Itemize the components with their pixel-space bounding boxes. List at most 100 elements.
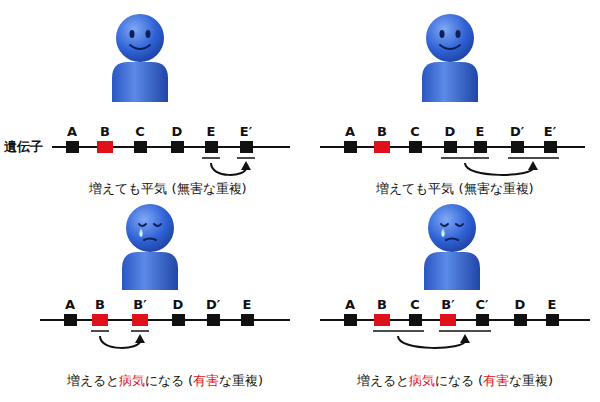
gene-letter: D (511, 297, 529, 312)
gene-letter: A (341, 124, 359, 139)
gene-box (132, 314, 148, 326)
gene: D (169, 297, 187, 326)
gene: A (63, 124, 81, 153)
gene-letter: A (61, 297, 79, 312)
gene-box (92, 314, 108, 326)
gene-box (171, 141, 184, 153)
harmful-gene: B′ (131, 297, 149, 326)
gene-box (409, 141, 422, 153)
gene: C (131, 124, 149, 153)
gene: D′ (508, 124, 526, 153)
happy-person (112, 14, 168, 102)
gene-box (241, 314, 254, 326)
sad-person (122, 204, 178, 290)
gene-letter: B (96, 124, 114, 139)
harmful-gene: B (91, 297, 109, 326)
duplication-arrow (465, 161, 538, 175)
gene-letter: B′ (131, 297, 149, 312)
gene-letter: D′ (204, 297, 222, 312)
gene: A (61, 297, 79, 326)
gene-letter: B (373, 124, 391, 139)
gene-box (344, 141, 357, 153)
gene: C′ (473, 297, 491, 326)
caption: 増えると病気になる (有害な重複) (357, 373, 553, 389)
caption: 増えても平気 (無害な重複) (89, 181, 246, 197)
gene-box (444, 141, 457, 153)
gene: D′ (204, 297, 222, 326)
caption-text: な重複) (509, 373, 553, 389)
gene-letter: E (543, 297, 561, 312)
caption-text: になる ( (145, 373, 193, 389)
duplication-arrow (398, 334, 470, 348)
highlight-word: 有害 (193, 373, 219, 389)
harmful-gene: B (373, 297, 391, 326)
gene: E (202, 124, 220, 153)
gene-letter: E′ (541, 124, 559, 139)
gene-box (546, 314, 559, 326)
gene-letter: E′ (237, 124, 255, 139)
gene-box (344, 314, 357, 326)
gene-box (240, 141, 253, 153)
gene-box (409, 314, 422, 326)
axis-label: 遺伝子 (4, 139, 43, 155)
gene: D (511, 297, 529, 326)
gene-box (476, 314, 489, 326)
gene-letter: D (168, 124, 186, 139)
gene-box (374, 314, 390, 326)
gene-box (207, 314, 220, 326)
caption-text: 増えても平気 (無害な重複) (89, 181, 246, 197)
gene: C (406, 124, 424, 153)
gene-letter: D (169, 297, 187, 312)
caption: 増えると病気になる (有害な重複) (67, 373, 263, 389)
chromosome-line (40, 147, 590, 320)
gene-box (514, 314, 527, 326)
highlight-word: 病気 (119, 373, 145, 389)
gene-letter: D (441, 124, 459, 139)
gene: E (543, 297, 561, 326)
caption-text: 増えると (67, 373, 119, 389)
gene-letter: C′ (473, 297, 491, 312)
duplication-arrow (100, 334, 145, 348)
duplication-arrow (211, 161, 251, 175)
gene-letter: A (63, 124, 81, 139)
gene-letter: E (202, 124, 220, 139)
gene: D (168, 124, 186, 153)
gene: C (406, 297, 424, 326)
gene-letter: A (341, 297, 359, 312)
gene-letter: E (471, 124, 489, 139)
happy-person (422, 14, 478, 102)
gene-box (172, 314, 185, 326)
gene: E (471, 124, 489, 153)
gene-box (64, 314, 77, 326)
gene-box (374, 141, 390, 153)
gene-box (511, 141, 524, 153)
caption: 増えても平気 (無害な重複) (376, 181, 533, 197)
gene-box (440, 314, 456, 326)
sad-person (424, 204, 480, 290)
gene: E′ (541, 124, 559, 153)
highlight-word: 病気 (409, 373, 435, 389)
gene: A (341, 124, 359, 153)
caption-text: になる ( (435, 373, 483, 389)
harmful-gene: B (373, 124, 391, 153)
gene-letter: E (238, 297, 256, 312)
harmful-gene: B (96, 124, 114, 153)
caption-text: 増えると (357, 373, 409, 389)
gene: E (238, 297, 256, 326)
gene-box (97, 141, 113, 153)
gene: E′ (237, 124, 255, 153)
gene: D (441, 124, 459, 153)
gene: A (341, 297, 359, 326)
gene-box (66, 141, 79, 153)
caption-text: な重複) (219, 373, 263, 389)
gene-box (474, 141, 487, 153)
highlight-word: 有害 (483, 373, 509, 389)
gene-letter: C (406, 297, 424, 312)
gene-letter: D′ (508, 124, 526, 139)
harmful-gene: B′ (439, 297, 457, 326)
gene-letter: B (91, 297, 109, 312)
gene-letter: C (406, 124, 424, 139)
gene-box (134, 141, 147, 153)
